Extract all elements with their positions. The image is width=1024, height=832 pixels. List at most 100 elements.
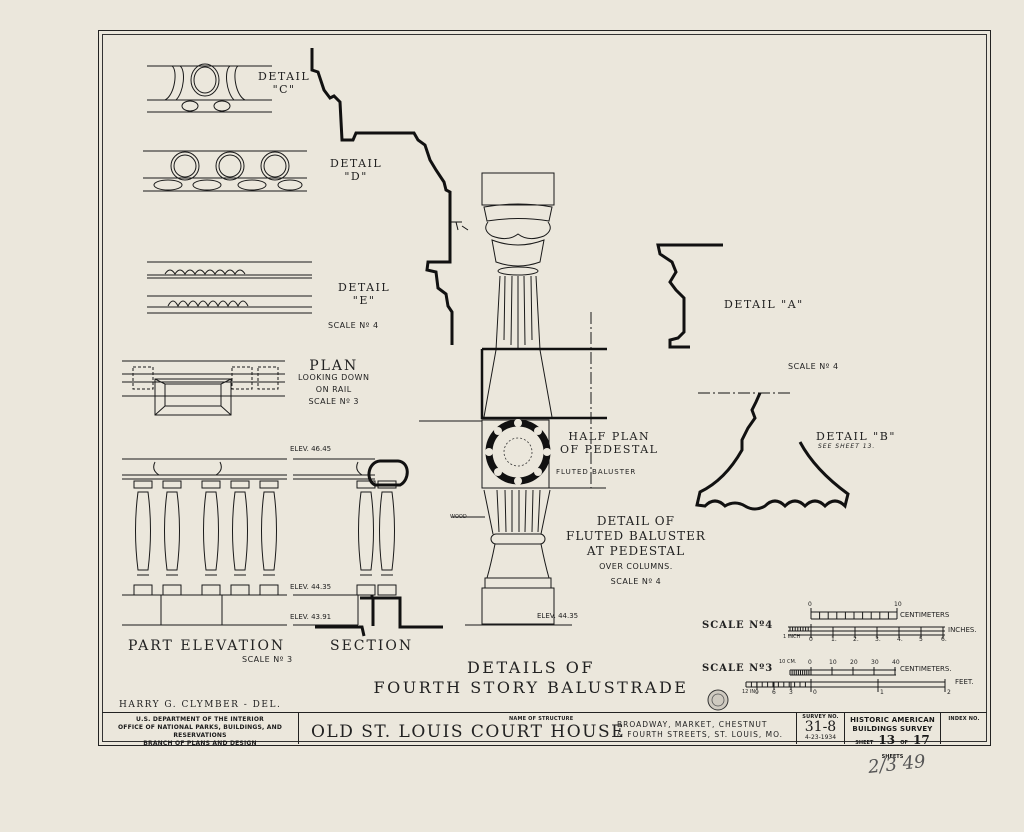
part-elevation-title: PART ELEVATION (128, 638, 286, 654)
structure-name: OLD ST. LOUIS COURT HOUSE (311, 722, 626, 742)
scale3-cm-label: 0 (808, 659, 812, 666)
plan-subtitle-2: ON RAIL (315, 385, 352, 394)
detail-d-title: DETAIL (330, 157, 383, 170)
detail-b-profile (695, 392, 850, 511)
fluted-baluster-drawing (419, 172, 606, 626)
scale4-in-prefix: 1 INCH (783, 634, 801, 640)
index-cell: INDEX NO. (941, 713, 987, 744)
survey-date: 4-23-1934 (804, 734, 837, 741)
fluted-title-1: DETAIL OF (596, 514, 675, 528)
sheet-number: SHEET 13 OF 17 SHEETS (845, 734, 940, 762)
detail-d-label: DETAIL "D" (330, 157, 382, 183)
detail-e-label: DETAIL "E" (338, 281, 390, 307)
sheet-border-outer (98, 30, 991, 746)
baluster (259, 480, 279, 596)
scale3-ft-sublabel: 6 (772, 689, 776, 696)
agency-cell: U.S. DEPARTMENT OF THE INTERIOR OFFICE O… (102, 713, 299, 747)
half-plan-title-1: HALF PLAN (568, 430, 651, 443)
scale4-in-label: 0 (809, 636, 813, 643)
part-elevation-drawing (122, 458, 397, 626)
scale3-cm-label: 40 (892, 659, 900, 666)
detail-d-profile (310, 48, 454, 345)
fluted-scale: SCALE Nº 4 (610, 577, 662, 586)
scale3-cm-label: 30 (871, 659, 879, 666)
sheet-of: OF (900, 740, 908, 746)
sheet-label: SHEET (855, 740, 874, 746)
title-block: U.S. DEPARTMENT OF THE INTERIOR OFFICE O… (102, 712, 987, 760)
scale4-label: SCALE Nº4 (702, 620, 774, 631)
fluted-title-2: FLUTED BALUSTER (566, 529, 706, 543)
detail-c-ornament (147, 63, 272, 113)
agency-line-3: BRANCH OF PLANS AND DESIGN (143, 740, 257, 747)
wood-note: WOOD (450, 514, 467, 520)
delineator-credit: HARRY G. CLYMBER - DEL. (119, 700, 282, 710)
baluster (377, 480, 397, 596)
survey-caption: SURVEY NO. (802, 714, 839, 720)
scale4-in-label: 6. (941, 636, 947, 643)
plan-subtitle-1: LOOKING DOWN (298, 373, 370, 382)
baluster (230, 480, 250, 596)
location-line-1: BROADWAY, MARKET, CHESTNUT (617, 720, 768, 729)
detail-e-scale: SCALE Nº 4 (328, 321, 379, 330)
baluster (162, 480, 182, 596)
fluted-baluster-note: FLUTED BALUSTER (556, 468, 637, 476)
detail-ab-scale: SCALE Nº 4 (788, 362, 839, 371)
detail-c-letter: "C" (272, 83, 296, 96)
detail-e-letter: "E" (352, 294, 376, 307)
scale3-ft-prefix: 12 IN. (742, 689, 757, 695)
detail-b-note: SEE SHEET 13. (818, 443, 876, 450)
scale3-cm-label: 20 (850, 659, 858, 666)
detail-c-label: DETAIL "C" (258, 70, 310, 96)
detail-c-title: DETAIL (258, 70, 311, 83)
agency-line-2: OFFICE OF NATIONAL PARKS, BUILDINGS, AND… (117, 724, 283, 739)
habs-line-2: BUILDINGS SURVEY (852, 725, 933, 733)
sheet-title: DETAILS OF FOURTH STORY BALUSTRADE (356, 658, 706, 698)
scale4-cm-tick-0: 0 (808, 601, 812, 608)
elev-44-35: ELEV. 44.35 (290, 583, 332, 591)
habs-cell: HISTORIC AMERICAN BUILDINGS SURVEY SHEET… (845, 713, 941, 760)
survey-cell: SURVEY NO. 31-8 4-23-1934 (797, 713, 845, 744)
fluted-title-4: OVER COLUMNS. (599, 562, 673, 571)
section-profile (315, 459, 443, 637)
agency-line-1: U.S. DEPARTMENT OF THE INTERIOR (136, 716, 264, 723)
elev-43-91: ELEV. 43.91 (290, 613, 332, 621)
detail-d-letter: "D" (344, 170, 368, 183)
scale4-in-label: 3. (875, 636, 881, 643)
scale3-label: SCALE Nº3 (702, 663, 774, 674)
section-title: SECTION (330, 638, 414, 654)
scale4-in-label: 4. (897, 636, 903, 643)
scale4-cm-unit: CENTIMETERS (900, 611, 950, 619)
baluster (356, 480, 376, 596)
half-plan-label: HALF PLAN OF PEDESTAL (560, 430, 658, 456)
location: BROADWAY, MARKET, CHESTNUT & FOURTH STRE… (617, 720, 783, 740)
fluted-baluster-label: DETAIL OF FLUTED BALUSTER AT PEDESTAL OV… (566, 514, 706, 589)
detail-e-ornament (147, 261, 312, 314)
sheet-total: 17 (912, 733, 930, 747)
sheet-title-line-1: DETAILS OF (466, 658, 596, 677)
part-elevation-scale: SCALE Nº 3 (242, 655, 293, 664)
plan-title: PLAN (309, 358, 359, 374)
scale3-ft-label: 0 (813, 689, 817, 696)
scale3-cm-label: 10 (829, 659, 837, 666)
scale4-in-unit: INCHES. (948, 626, 977, 634)
survey-seal (707, 689, 729, 711)
detail-d-ornament (143, 150, 307, 192)
elev-46-45: ELEV. 46.45 (290, 445, 332, 453)
sheet-title-line-2: FOURTH STORY BALUSTRADE (373, 678, 689, 697)
plan-scale: SCALE Nº 3 (308, 397, 360, 406)
scale3-ft-label: 1 (880, 689, 884, 696)
survey-number: 31-8 (804, 719, 837, 735)
baluster (201, 480, 221, 596)
scale3-ft-label: 2 (947, 689, 951, 696)
habs-line-1: HISTORIC AMERICAN (850, 716, 935, 724)
graphic-scales (746, 608, 946, 692)
structure-cell: NAME OF STRUCTURE OLD ST. LOUIS COURT HO… (299, 713, 797, 744)
index-caption: INDEX NO. (948, 716, 980, 722)
scale4-in-label: 5 (919, 636, 923, 643)
scale3-cm-unit: CENTIMETERS. (900, 665, 952, 673)
plan-drawing (122, 360, 285, 416)
scale4-in-label: 2. (853, 636, 859, 643)
name-caption: NAME OF STRUCTURE (509, 716, 574, 722)
